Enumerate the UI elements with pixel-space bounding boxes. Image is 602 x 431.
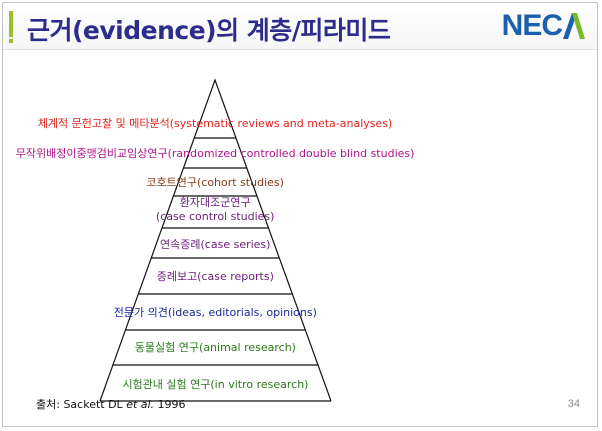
level-text: 무작위배정이중맹검비교임상연구(randomized controlled do… (15, 147, 415, 160)
source-etal: et al. (126, 398, 155, 411)
pyramid-level-label: 동물실험 연구(animal research) (15, 341, 415, 355)
level-text-line2: (case control studies) (155, 210, 275, 223)
level-text: 동물실험 연구(animal research) (134, 341, 296, 354)
level-text: 환자대조군연구 (179, 196, 251, 209)
level-text: 연속증례(case series) (160, 238, 271, 251)
slide-title: 근거(evidence)의 계층/피라미드 (27, 16, 391, 45)
pyramid-level-label: 연속증례(case series) (15, 238, 415, 252)
level-text: 코호트연구(cohort studies) (146, 176, 284, 189)
logo-mark-icon (563, 13, 585, 39)
level-text: 시험관내 실험 연구(in vitro research) (122, 378, 309, 391)
pyramid-level-label: 환자대조군연구(case control studies) (15, 196, 415, 224)
source-citation: 출처: Sackett DL et al. 1996 (36, 396, 186, 412)
title-bar: 근거(evidence)의 계층/피라미드 NEC (3, 3, 597, 50)
pyramid-level-label: 체계적 문헌고찰 및 메타분석(systematic reviews and m… (15, 117, 415, 131)
level-text: 전문가 의견(ideas, editorials, opinions) (113, 306, 317, 319)
slide: 근거(evidence)의 계층/피라미드 NEC (2, 2, 598, 427)
source-year: 1996 (154, 398, 186, 411)
level-text: 체계적 문헌고찰 및 메타분석(systematic reviews and m… (37, 117, 393, 130)
logo-text: NEC (501, 9, 563, 42)
pyramid-level-label: 무작위배정이중맹검비교임상연구(randomized controlled do… (15, 147, 415, 161)
title-accent-bar (9, 11, 13, 43)
page-number: 34 (567, 398, 580, 410)
source-text: 출처: Sackett DL (36, 398, 127, 411)
neca-logo: NEC (502, 11, 585, 41)
pyramid-level-label: 증례보고(case reports) (15, 270, 415, 284)
level-text: 증례보고(case reports) (156, 270, 274, 283)
pyramid-level-label: 전문가 의견(ideas, editorials, opinions) (15, 306, 415, 320)
pyramid-level-label: 코호트연구(cohort studies) (15, 176, 415, 190)
pyramid-level-label: 시험관내 실험 연구(in vitro research) (15, 378, 415, 392)
